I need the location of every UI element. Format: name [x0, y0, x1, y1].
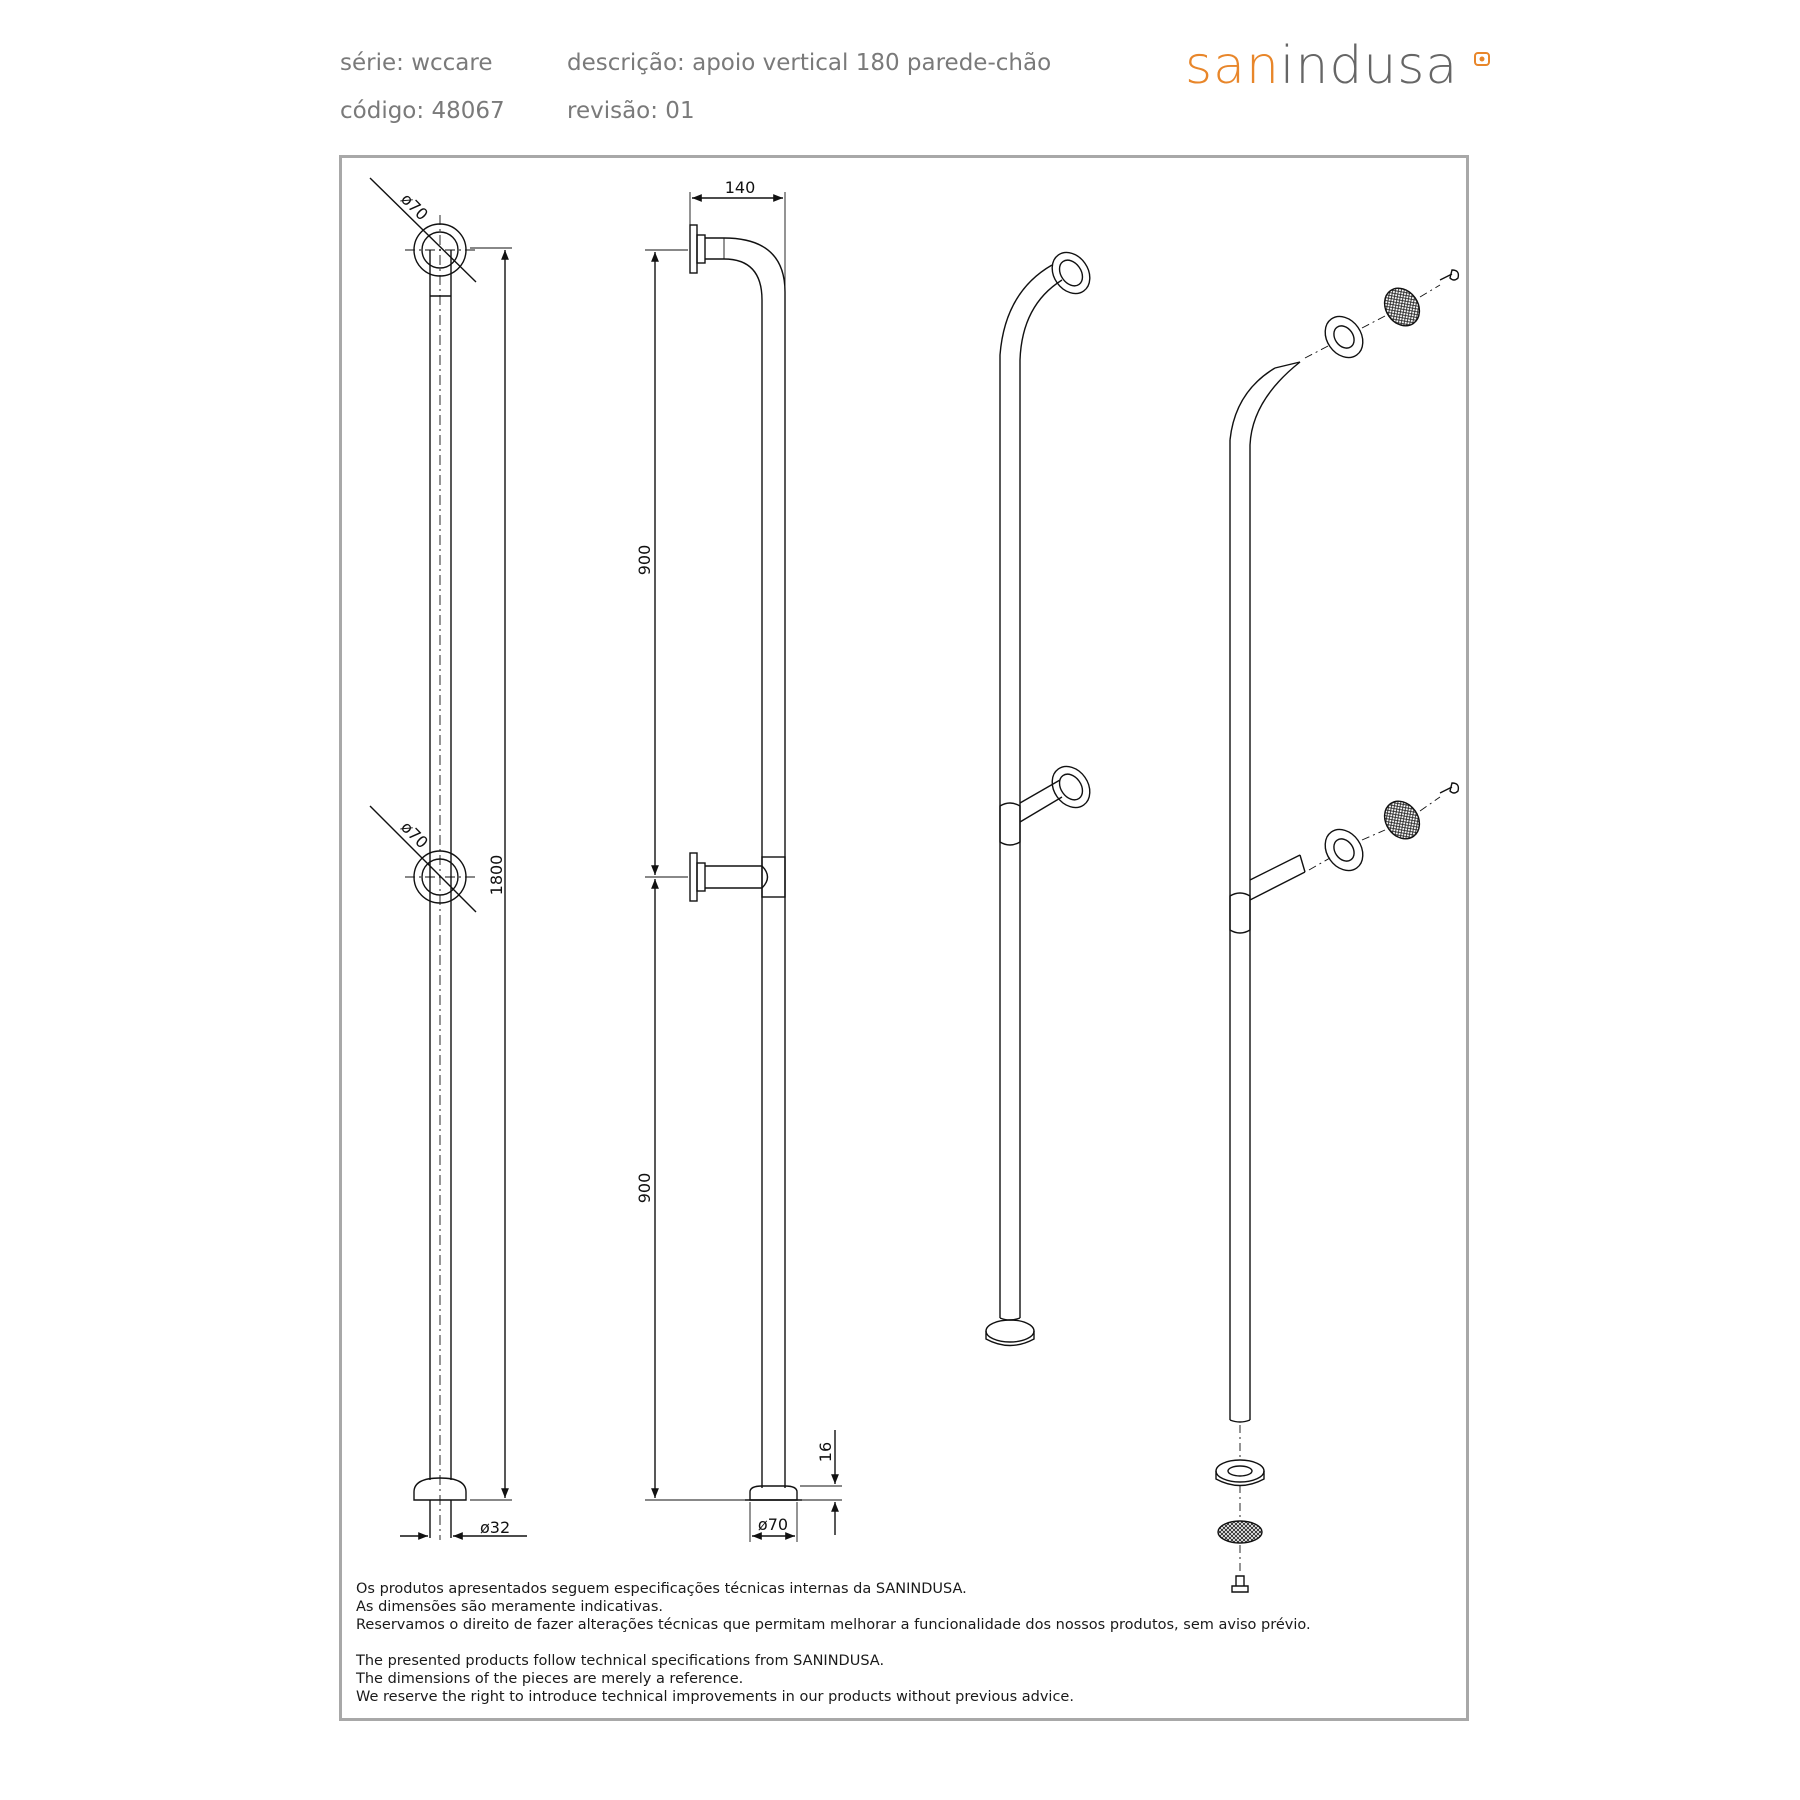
- note-en-1: The presented products follow technical …: [356, 1653, 885, 1669]
- series-label: série: wccare: [340, 50, 493, 76]
- disclaimer-notes: Os produtos apresentados seguem especifi…: [356, 1580, 1311, 1706]
- note-pt-2: As dimensões são meramente indicativas.: [356, 1599, 663, 1615]
- dim-diameter-top: ø70: [397, 189, 432, 224]
- exploded-view: [1215, 269, 1460, 1593]
- logo-part-san: san: [1185, 36, 1280, 96]
- dim-upper-900: 900: [635, 545, 654, 576]
- dim-tube-diameter: ø32: [480, 1518, 510, 1537]
- side-view: [645, 192, 842, 1542]
- note-en-2: The dimensions of the pieces are merely …: [356, 1671, 744, 1687]
- registered-circle-icon: [1474, 52, 1490, 66]
- dim-lower-900: 900: [635, 1173, 654, 1204]
- dim-diameter-middle: ø70: [397, 817, 432, 852]
- dim-base-16: 16: [816, 1442, 835, 1462]
- isometric-view: [985, 251, 1091, 1347]
- description-label: descrição: apoio vertical 180 parede-chã…: [567, 50, 1052, 76]
- note-pt-1: Os produtos apresentados seguem especifi…: [356, 1581, 967, 1597]
- dim-total-height: 1800: [487, 855, 506, 896]
- code-label: código: 48067: [340, 98, 505, 124]
- note-pt-3: Reservamos o direito de fazer alterações…: [356, 1617, 1311, 1633]
- dim-width-140: 140: [725, 178, 756, 197]
- front-view: [369, 177, 527, 1540]
- note-en-3: We reserve the right to introduce techni…: [356, 1689, 1074, 1705]
- revision-label: revisão: 01: [567, 98, 695, 124]
- dim-base-diameter: ø70: [758, 1515, 788, 1534]
- logo-part-indusa: indusa: [1279, 36, 1459, 96]
- drawing-frame: [339, 155, 1469, 1721]
- sanindusa-logo: sanindusa: [1185, 40, 1458, 92]
